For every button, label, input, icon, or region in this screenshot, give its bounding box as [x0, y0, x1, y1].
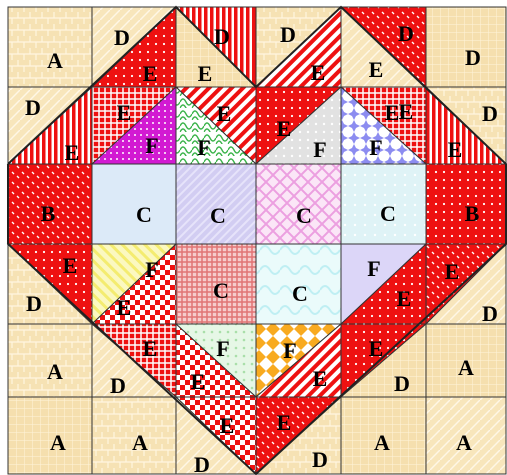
- patch-label: E: [369, 57, 384, 82]
- patch-label: E: [117, 295, 132, 320]
- patch-label: C: [296, 203, 312, 228]
- patch-label: F: [145, 133, 158, 158]
- patch-label: D: [398, 21, 414, 46]
- patch-label: E: [397, 286, 412, 311]
- patch-label: D: [214, 24, 230, 49]
- patch-label: A: [50, 430, 66, 455]
- patch-label: E: [277, 410, 292, 435]
- patch-label: E: [448, 137, 463, 162]
- patch-label: D: [465, 45, 481, 70]
- patch-label: E: [198, 61, 213, 86]
- patch-r2c1: [92, 164, 176, 244]
- patch-label: E: [143, 336, 158, 361]
- patch-label: F: [367, 256, 380, 281]
- patch-label: A: [47, 48, 63, 73]
- patch-label: E: [65, 140, 80, 165]
- patch-label: D: [312, 447, 328, 472]
- patch-label: A: [374, 430, 390, 455]
- patch-label: B: [465, 201, 480, 226]
- patch-label: C: [210, 203, 226, 228]
- patch-label: E: [277, 116, 292, 141]
- patch-label: D: [110, 373, 126, 398]
- patch-label: E: [217, 101, 232, 126]
- patch-label: F: [216, 336, 229, 361]
- patch-label: E: [313, 366, 328, 391]
- patch-label: B: [41, 201, 56, 226]
- patch-label: E: [445, 259, 460, 284]
- patch-label: F: [313, 137, 326, 162]
- patch-label: D: [194, 452, 210, 475]
- patch-label: C: [136, 202, 152, 227]
- patch-label: E: [63, 253, 78, 278]
- patch-label: D: [482, 301, 498, 326]
- patch-label: A: [456, 430, 472, 455]
- patch-label: E: [369, 336, 384, 361]
- patch-label: F: [197, 135, 210, 160]
- patch-r0c0: [8, 7, 92, 87]
- patch-label: D: [394, 371, 410, 396]
- patch-label: E: [220, 413, 235, 438]
- patch-label: A: [132, 430, 148, 455]
- patch-label: C: [292, 281, 308, 306]
- patch-label: C: [380, 201, 396, 226]
- patch-label: F: [145, 257, 158, 282]
- patch-label: E: [311, 60, 326, 85]
- patch-label: D: [26, 291, 42, 316]
- patch-label: E: [191, 369, 206, 394]
- patch-label: A: [458, 355, 474, 380]
- patch-label: D: [482, 101, 498, 126]
- patch-label: A: [47, 359, 63, 384]
- patch-label: E: [399, 99, 414, 124]
- patch-label: D: [25, 95, 41, 120]
- patch-label: E: [117, 100, 132, 125]
- patch-label: F: [369, 135, 382, 160]
- patch-label: D: [114, 25, 130, 50]
- patch-label: F: [283, 338, 296, 363]
- patch-label: D: [280, 22, 296, 47]
- patch-label: E: [385, 100, 400, 125]
- patch-label: E: [143, 61, 158, 86]
- patch-label: C: [213, 278, 229, 303]
